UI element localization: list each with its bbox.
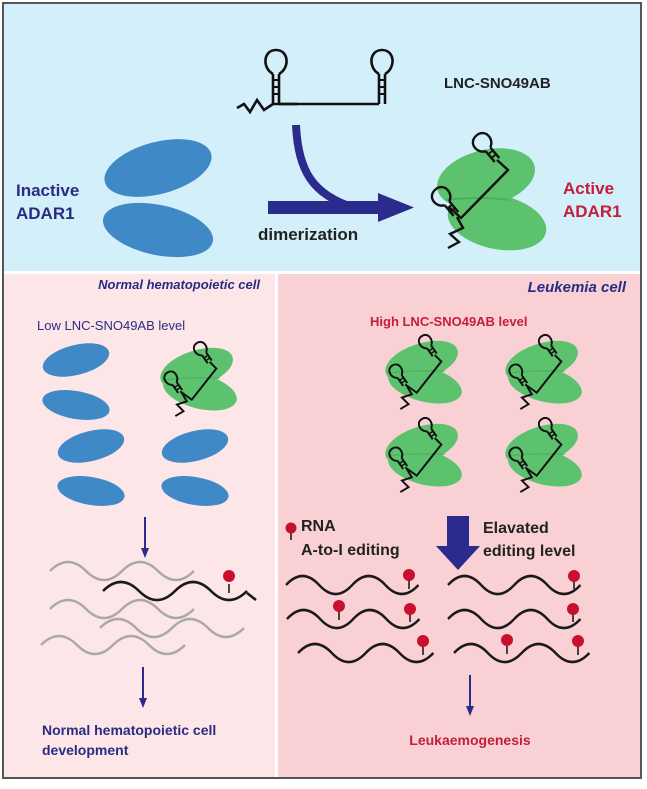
inactive-adar1-label-line1: Inactive — [16, 181, 79, 200]
leukemia-panel-title: Leukemia cell — [528, 279, 627, 296]
normal-outcome-line1: Normal hematopoietic cell — [42, 722, 216, 738]
high-level-label: High LNC-SNO49AB level — [370, 314, 527, 329]
lnc-sno49ab-rna-structure — [236, 48, 394, 115]
normal-inactive-pair-3 — [161, 429, 229, 506]
active-adar1-label-line1: Active — [563, 179, 614, 198]
edit-marker-icon — [501, 634, 513, 654]
dimerization-label: dimerization — [258, 225, 358, 244]
edit-legend-marker-icon — [285, 522, 297, 540]
normal-panel-title: Normal hematopoietic cell — [98, 277, 260, 292]
normal-inactive-pair-1 — [42, 343, 110, 420]
legend-rna-label: RNA — [301, 518, 336, 535]
normal-down-arrow-1 — [141, 517, 149, 558]
edit-marker-icon — [417, 635, 429, 655]
leukemia-down-arrow — [466, 675, 474, 716]
elevated-editing-arrow — [436, 516, 480, 570]
elevated-label-line1: Elavated — [483, 520, 549, 537]
legend-editing-label: A-to-I editing — [301, 542, 400, 559]
elevated-label-line2: editing level — [483, 543, 575, 560]
inactive-adar1-pair — [102, 139, 214, 258]
edit-marker-icon — [568, 570, 580, 589]
lnc-sno49ab-label: LNC-SNO49AB — [444, 75, 551, 92]
normal-outcome-line2: development — [42, 742, 129, 758]
edit-marker-icon — [404, 603, 416, 622]
active-adar1-dimer — [430, 131, 547, 251]
low-level-label: Low LNC-SNO49AB level — [37, 318, 185, 333]
edit-marker-icon — [333, 600, 345, 620]
normal-down-arrow-2 — [139, 667, 147, 708]
leukemia-outcome-label: Leukaemogenesis — [409, 732, 531, 748]
edit-marker-icon — [403, 569, 415, 589]
inactive-adar1-label-line2: ADAR1 — [16, 204, 75, 223]
edit-marker-icon — [572, 635, 584, 655]
active-adar1-label-line2: ADAR1 — [563, 202, 622, 221]
normal-inactive-pair-2 — [57, 429, 125, 506]
leukemia-edit-markers — [333, 569, 584, 655]
edit-marker-icon — [223, 570, 235, 593]
normal-rna-transcripts — [39, 560, 257, 656]
dimerization-arrow — [268, 124, 414, 222]
normal-panel-background — [4, 274, 275, 777]
edit-marker-icon — [567, 603, 579, 622]
